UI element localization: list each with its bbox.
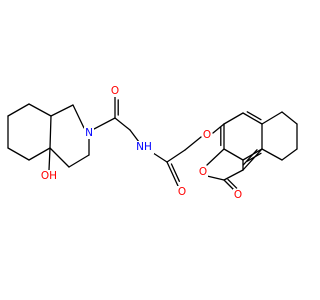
bond-n-ch2 [72,104,85,129]
bond [261,111,283,125]
amide-nh-n: N [136,141,144,153]
bond-carbonyl-o2-inner [170,163,181,182]
label-backdrop [233,189,243,201]
label-backdrop [198,166,208,178]
bond-lactone-alkene-inner [242,149,258,166]
bond-carbonyl-o2 [166,161,179,187]
label-backdrop [40,170,58,182]
bond-lactone-carbonyl-inner [227,178,238,189]
bond [223,169,244,181]
bond-aromatic [223,148,244,161]
hydroxyl-label: OH [41,170,57,182]
bond [114,117,131,131]
bond-aromatic [242,112,263,125]
label-backdrop [202,129,212,141]
bond-c-oh [48,147,51,171]
bond [7,103,30,117]
bond-ch2-o [184,136,202,151]
bond [68,154,90,168]
hydroxyl-o: O [41,170,49,182]
amide-n-label: N [85,127,93,139]
bond [261,148,283,161]
amide-nh-label: NH [136,141,152,153]
label-backdrop [177,186,187,198]
bond [49,147,70,168]
bond [166,149,186,163]
bond-aromatic [223,112,244,125]
bond-ch2-nh [129,129,140,143]
bond [281,111,298,125]
bond-layer [7,96,298,193]
lactone-o-label: O [199,166,207,178]
bond [50,104,74,117]
carbonyl-o1-label: O [111,85,119,97]
bond [281,148,298,161]
bond [28,147,51,161]
label-backdrop [134,141,154,154]
molecule-canvas: N OH O NH O O O O [7,85,298,201]
bond-ring-fusion [49,115,52,149]
bond-lactone-alkene [242,148,263,171]
label-backdrop [110,85,120,97]
hydroxyl-h: H [49,170,57,182]
ether-o-label: O [203,129,211,141]
structure-drawing: N OH O NH O O O O [7,85,298,201]
bond [7,147,30,161]
label-backdrop [84,127,94,139]
bond-o-lactone [206,175,225,181]
bond-o-aryl [212,123,225,134]
bond [28,103,52,117]
carbonyl-o2-label: O [178,186,186,198]
amide-nh-h: H [144,141,152,153]
bond-aromatic-inner [246,111,262,121]
lactone-carbonyl-o-label: O [234,189,242,201]
bond-aryl-o [206,148,225,166]
atom-label-layer: N OH O NH O O O O [40,85,243,201]
bond-n-carbonyl [93,117,116,130]
